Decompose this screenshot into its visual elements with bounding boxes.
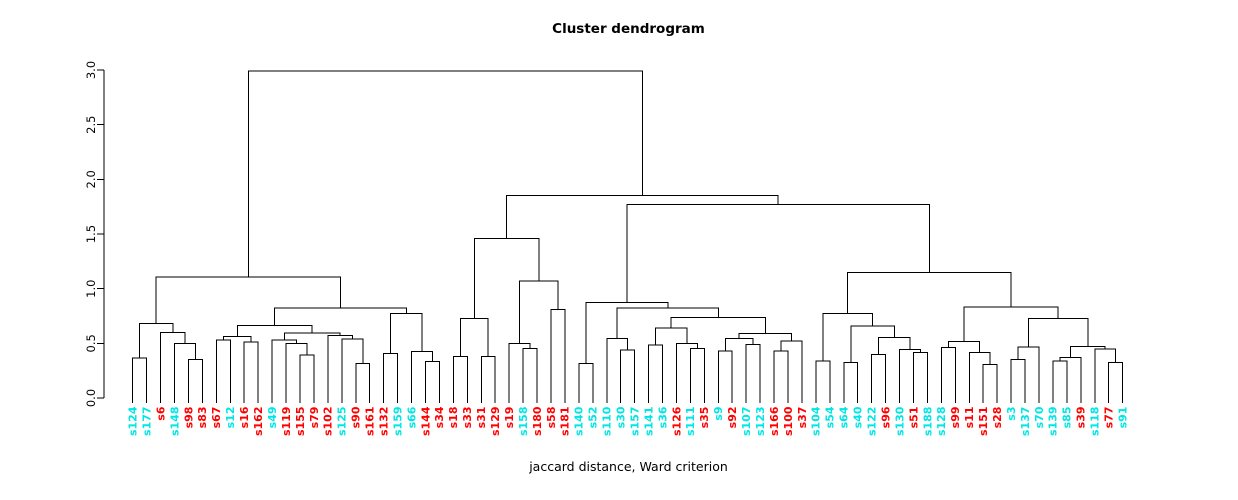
leaf-label: s91: [1117, 407, 1130, 429]
leaf-label: s104: [810, 406, 823, 436]
leaf-label: s180: [531, 406, 544, 436]
leaf-label: s123: [754, 406, 767, 436]
leaf-label: s67: [210, 407, 223, 429]
leaf-label: s128: [935, 407, 948, 437]
y-tick-label: 3.0: [84, 61, 98, 79]
leaf-label: s151: [977, 406, 990, 436]
leaf-label: s18: [447, 407, 460, 429]
leaf-label: s158: [517, 406, 530, 436]
leaf-label: s28: [991, 407, 1004, 429]
leaf-label: s162: [252, 407, 265, 437]
leaf-label: s130: [893, 406, 906, 436]
leaf-label: s119: [280, 407, 293, 437]
leaf-label: s125: [336, 406, 349, 436]
leaf-label: s139: [1047, 406, 1060, 436]
leaf-label: s83: [196, 406, 209, 428]
leaf-label: s96: [879, 406, 892, 428]
y-tick-label: 2.5: [84, 116, 98, 134]
leaf-label: s33: [461, 406, 474, 428]
leaf-label: s110: [601, 406, 614, 436]
leaf-label: s100: [782, 406, 795, 436]
leaf-label: s144: [419, 406, 432, 436]
leaf-label: s19: [503, 407, 516, 429]
leaf-label: s52: [587, 406, 600, 428]
leaf-label: s92: [726, 406, 739, 428]
leaf-label: s35: [698, 407, 711, 429]
leaf-label: s129: [489, 406, 502, 436]
y-tick-label: 2.0: [84, 170, 98, 188]
leaf-label: s66: [405, 406, 418, 428]
leaf-label: s102: [322, 406, 335, 436]
y-axis: [97, 69, 105, 399]
leaf-label: s34: [433, 406, 446, 428]
leaf-label: s54: [824, 406, 837, 428]
leaf-label: s107: [740, 407, 753, 437]
leaf-label: s49: [266, 406, 279, 428]
leaf-label: s51: [907, 406, 920, 428]
leaf-label: s111: [684, 406, 697, 436]
leaf-label: s9: [712, 406, 725, 420]
leaf-label: s98: [182, 407, 195, 429]
leaf-label: s118: [1089, 407, 1102, 437]
leaf-label: s39: [1075, 406, 1088, 428]
leaf-label: s40: [852, 406, 865, 428]
leaf-label: s140: [573, 406, 586, 436]
leaf-label: s166: [768, 406, 781, 436]
chart-title: Cluster dendrogram: [552, 21, 705, 37]
leaf-label: s11: [963, 407, 976, 429]
leaf-label: s137: [1019, 407, 1032, 437]
chart-xlabel: jaccard distance, Ward criterion: [529, 459, 728, 474]
leaf-ticks: [132, 398, 1124, 403]
leaf-label: s177: [140, 406, 153, 436]
leaf-label: s12: [224, 406, 237, 428]
leaf-label: s141: [642, 407, 655, 437]
leaf-label: s122: [866, 407, 879, 437]
leaf-label: s161: [364, 406, 377, 436]
y-tick-label: 1.0: [84, 280, 98, 298]
leaf-label: s16: [238, 406, 251, 428]
leaf-label: s181: [559, 406, 572, 436]
leaf-label: s30: [615, 406, 628, 428]
leaf-label: s6: [154, 406, 167, 421]
leaf-label: s124: [127, 406, 140, 436]
leaf-label: s148: [168, 406, 181, 436]
leaf-label: s79: [308, 407, 321, 429]
leaf-label: s58: [545, 407, 558, 429]
leaf-label: s155: [294, 406, 307, 436]
leaf-label: s31: [475, 407, 488, 429]
leaf-label: s99: [949, 406, 962, 428]
leaf-label: s70: [1033, 406, 1046, 428]
leaf-label: s37: [796, 407, 809, 429]
leaf-label: s3: [1005, 406, 1018, 420]
y-tick-label: 0.5: [84, 334, 98, 352]
leaf-label: s188: [921, 407, 934, 437]
leaf-label: s85: [1061, 407, 1074, 429]
leaf-label: s126: [670, 406, 683, 436]
leaf-label: s90: [350, 406, 363, 428]
leaf-label: s159: [391, 406, 404, 436]
y-tick-label: 0.0: [84, 389, 98, 407]
y-tick-label: 1.5: [84, 225, 98, 243]
dendrogram-branches: [132, 70, 1124, 398]
leaf-label: s157: [628, 406, 641, 436]
leaf-label: s36: [656, 406, 669, 428]
leaf-label: s64: [838, 406, 851, 428]
leaf-label: s77: [1103, 406, 1116, 428]
leaf-label: s132: [378, 407, 391, 437]
